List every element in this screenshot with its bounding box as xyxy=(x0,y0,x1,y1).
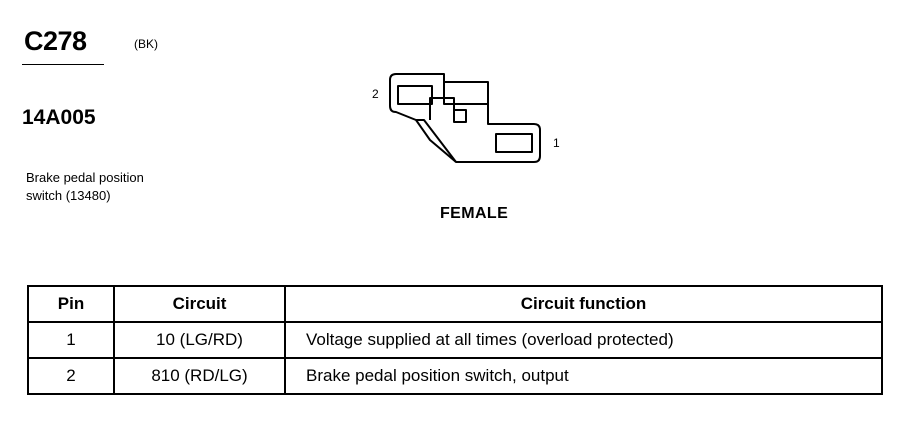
cell-pin: 2 xyxy=(27,357,115,395)
connector-color: (BK) xyxy=(134,37,158,51)
header-function: Circuit function xyxy=(284,285,883,323)
cell-pin: 1 xyxy=(27,321,115,359)
pin-label-1: 1 xyxy=(553,136,560,150)
connector-id-underline xyxy=(22,64,104,65)
connector-face-diagram: 2 1 xyxy=(372,73,560,163)
connector-inner-mid xyxy=(429,97,455,120)
cell-function: Voltage supplied at all times (overload … xyxy=(284,321,883,359)
pin-label-2: 2 xyxy=(372,87,379,101)
table-header-row: Pin Circuit Circuit function xyxy=(27,285,883,323)
cell-circuit: 10 (LG/RD) xyxy=(113,321,286,359)
pin-2-cavity xyxy=(397,85,433,105)
header-circuit: Circuit xyxy=(113,285,286,323)
cell-circuit: 810 (RD/LG) xyxy=(113,357,286,395)
cell-function: Brake pedal position switch, output xyxy=(284,357,883,395)
description-line-1: Brake pedal position xyxy=(26,170,144,185)
description-line-2: switch (13480) xyxy=(26,188,111,203)
connector-outline xyxy=(389,73,541,163)
view-label: FEMALE xyxy=(440,205,509,222)
pin-1-cavity xyxy=(495,133,533,153)
component-description: Brake pedal position switch (13480) xyxy=(26,169,196,205)
pin-table: Pin Circuit Circuit function 1 10 (LG/RD… xyxy=(27,285,883,395)
connector-inner-step xyxy=(416,119,457,163)
connector-id: C278 xyxy=(24,26,87,56)
header-pin: Pin xyxy=(27,285,115,323)
table-row: 2 810 (RD/LG) Brake pedal position switc… xyxy=(27,357,883,395)
latch-key xyxy=(453,109,467,123)
table-row: 1 10 (LG/RD) Voltage supplied at all tim… xyxy=(27,321,883,359)
connector-inner-latch xyxy=(443,82,488,105)
part-number: 14A005 xyxy=(22,106,96,129)
